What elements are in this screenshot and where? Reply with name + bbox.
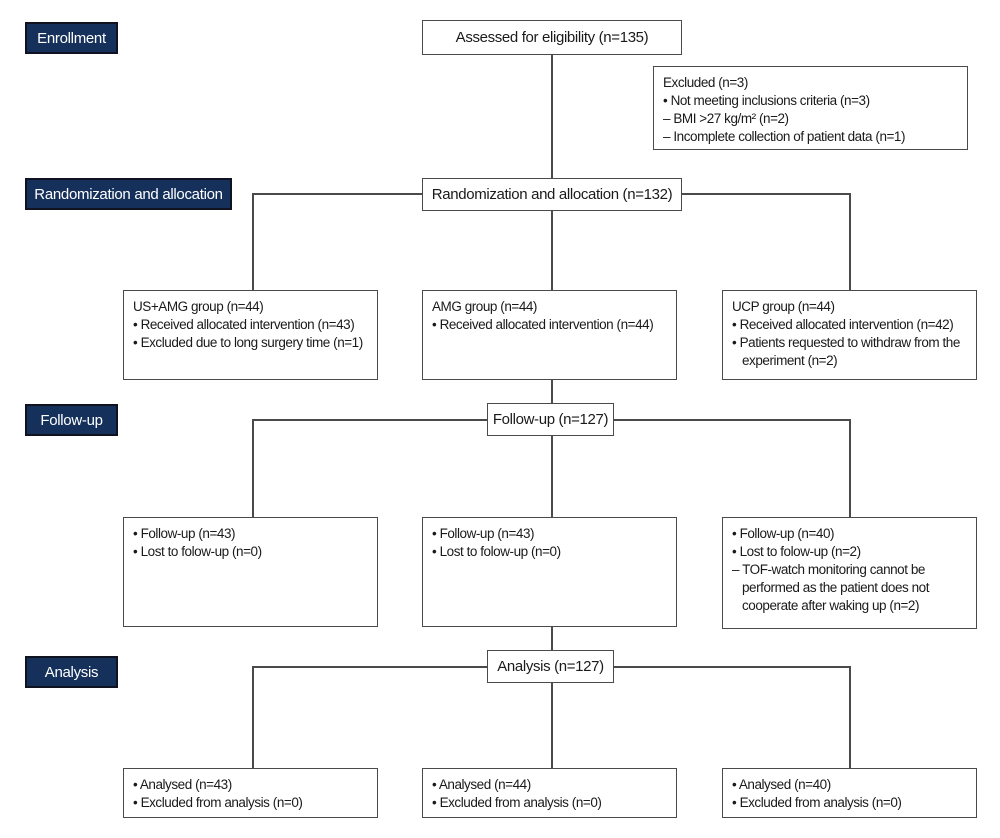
group-title: UCP group (n=44)	[732, 299, 835, 314]
group-item: • Received allocated intervention (n=42)	[732, 317, 954, 332]
connector-amg-to-followup	[551, 380, 553, 403]
flow-box-us-amg-group: US+AMG group (n=44) • Received allocated…	[123, 290, 378, 380]
analysis-item: • Excluded from analysis (n=0)	[432, 795, 602, 810]
flow-box-ucp-group: UCP group (n=44) • Received allocated in…	[722, 290, 977, 380]
analysis-item: • Excluded from analysis (n=0)	[133, 795, 303, 810]
group-title: US+AMG group (n=44)	[133, 299, 264, 314]
connector-down-to-analysis-right	[849, 666, 851, 768]
connector-randomization-branch-left	[252, 193, 422, 195]
connector-followup-branch-left	[252, 419, 487, 421]
stage-label-text: Follow-up	[40, 411, 103, 429]
group-item: • Patients requested to withdraw from th…	[732, 335, 960, 368]
followup-detail: – TOF-watch monitoring cannot be perform…	[732, 562, 930, 613]
followup-item: • Lost to folow-up (n=2)	[732, 544, 861, 559]
followup-item: • Follow-up (n=43)	[133, 526, 236, 541]
analysis-item: • Analysed (n=43)	[133, 777, 232, 792]
flow-box-assessed: Assessed for eligibility (n=135)	[422, 20, 682, 55]
analysis-item: • Analysed (n=40)	[732, 777, 831, 792]
connector-down-to-followup-left	[252, 419, 254, 517]
connector-down-to-analysis-left	[252, 666, 254, 768]
flow-box-title: Follow-up (n=127)	[492, 410, 609, 428]
flow-box-followup-right: • Follow-up (n=40) • Lost to folow-up (n…	[722, 517, 977, 629]
stage-label-followup: Follow-up	[25, 404, 118, 436]
excluded-detail: – BMI >27 kg/m² (n=2)	[663, 111, 789, 126]
connector-down-to-analysis-mid	[551, 683, 553, 768]
stage-label-text: Randomization and allocation	[34, 185, 223, 203]
flow-box-analysis-right: • Analysed (n=40) • Excluded from analys…	[722, 768, 977, 818]
connector-followup-to-analysis	[551, 627, 553, 650]
flow-box-title: Randomization and allocation (n=132)	[431, 185, 673, 203]
flow-box-followup-left: • Follow-up (n=43) • Lost to folow-up (n…	[123, 517, 378, 627]
followup-item: • Lost to folow-up (n=0)	[432, 544, 561, 559]
flow-box-title: Analysis (n=127)	[497, 657, 604, 675]
connector-analysis-branch-right	[614, 666, 849, 668]
flow-box-excluded: Excluded (n=3) • Not meeting inclusions …	[653, 66, 968, 150]
followup-item: • Follow-up (n=43)	[432, 526, 535, 541]
connector-randomization-branch-right	[682, 193, 849, 195]
flow-box-randomization: Randomization and allocation (n=132)	[422, 178, 682, 211]
flow-box-followup: Follow-up (n=127)	[487, 403, 614, 436]
connector-down-to-followup-mid	[551, 436, 553, 517]
connector-down-to-amg	[551, 211, 553, 290]
followup-item: • Follow-up (n=40)	[732, 526, 835, 541]
connector-followup-branch-right	[614, 419, 849, 421]
stage-label-analysis: Analysis	[25, 656, 118, 688]
stage-label-enrollment: Enrollment	[25, 22, 118, 54]
flow-box-title: Assessed for eligibility (n=135)	[455, 28, 649, 46]
stage-label-text: Analysis	[44, 663, 99, 681]
group-item: • Received allocated intervention (n=44)	[432, 317, 654, 332]
excluded-title: Excluded (n=3)	[663, 75, 748, 90]
flow-box-analysis: Analysis (n=127)	[487, 650, 614, 683]
connector-down-to-followup-right	[849, 419, 851, 517]
excluded-detail: – Incomplete collection of patient data …	[663, 129, 906, 144]
flow-box-analysis-mid: • Analysed (n=44) • Excluded from analys…	[422, 768, 677, 818]
group-title: AMG group (n=44)	[432, 299, 537, 314]
connector-down-to-ucp	[849, 193, 851, 290]
group-item: • Received allocated intervention (n=43)	[133, 317, 355, 332]
flow-box-amg-group: AMG group (n=44) • Received allocated in…	[422, 290, 677, 380]
group-item: • Excluded due to long surgery time (n=1…	[133, 335, 363, 350]
connector-assessed-to-randomization	[551, 55, 553, 178]
flow-box-followup-mid: • Follow-up (n=43) • Lost to folow-up (n…	[422, 517, 677, 627]
analysis-item: • Excluded from analysis (n=0)	[732, 795, 902, 810]
connector-analysis-branch-left	[252, 666, 487, 668]
analysis-item: • Analysed (n=44)	[432, 777, 531, 792]
stage-label-randomization: Randomization and allocation	[25, 178, 232, 210]
followup-item: • Lost to folow-up (n=0)	[133, 544, 262, 559]
stage-label-text: Enrollment	[37, 29, 106, 47]
connector-down-to-usamg	[252, 193, 254, 290]
excluded-reason: • Not meeting inclusions criteria (n=3)	[663, 93, 870, 108]
flow-box-analysis-left: • Analysed (n=43) • Excluded from analys…	[123, 768, 378, 818]
